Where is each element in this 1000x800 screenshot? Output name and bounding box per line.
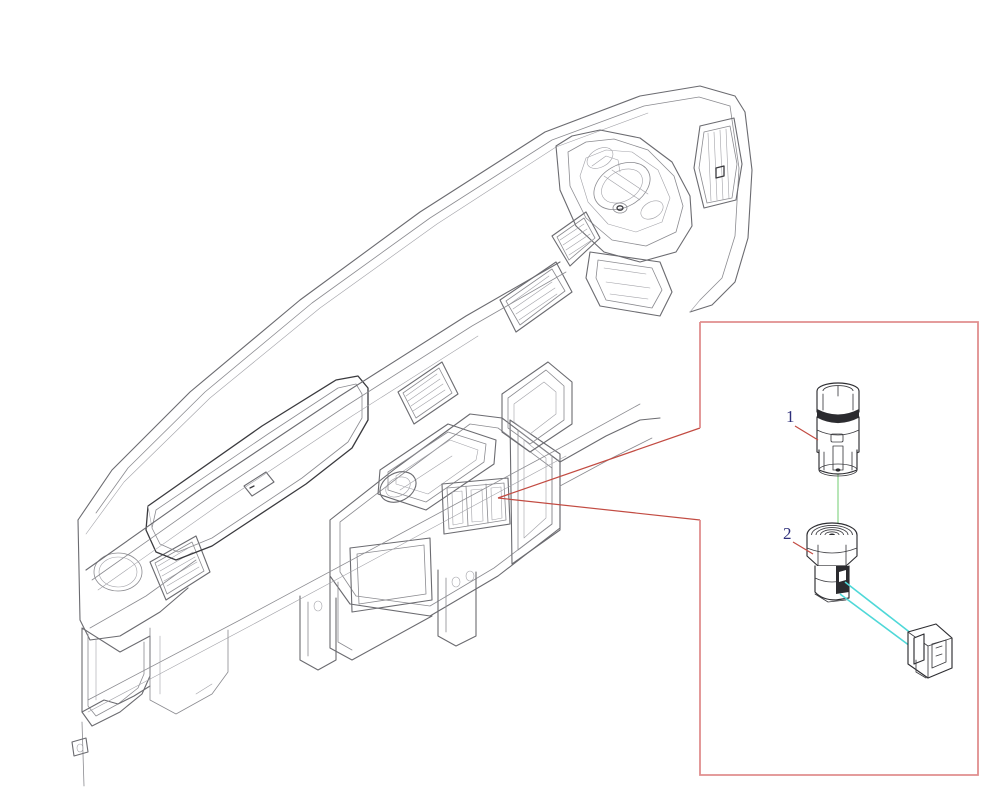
callout-2-leader (792, 541, 814, 555)
wire-harness (839, 581, 913, 647)
glovebox-lid (145, 375, 369, 561)
cigarette-lighter-element (816, 382, 860, 477)
callout-2-number: 2 (783, 524, 792, 543)
dash-right-endcap (689, 105, 753, 313)
cup-holder (379, 471, 417, 503)
instrument-cluster (555, 129, 693, 263)
callout-1-leader (794, 425, 819, 441)
detail-panel-border (699, 321, 979, 776)
console-lower-face (349, 537, 433, 613)
lighter-retaining-band (817, 409, 859, 424)
steering-column-opening (93, 552, 143, 592)
callout-1-number: 1 (786, 407, 795, 426)
cigarette-lighter-socket (806, 522, 858, 603)
wire-harness-connector (907, 623, 953, 679)
callout-1: 1 (786, 407, 819, 441)
lower-dash-edge (77, 519, 197, 641)
lighter-detent (830, 433, 844, 443)
console-floor-bracket (299, 569, 477, 671)
storage-tray (377, 423, 497, 511)
passenger-lower-panel (149, 627, 229, 715)
defroster-vent-center (551, 211, 601, 267)
dash-trim-strip (85, 261, 567, 591)
center-stack-facia (585, 251, 673, 317)
center-console-body (329, 361, 573, 661)
console-upper-shelf (501, 361, 573, 453)
cigarette-lighter-detail: 1 (783, 382, 953, 679)
lower-support-bracket (71, 627, 151, 787)
glovebox-latch (243, 471, 275, 497)
callout-2: 2 (783, 524, 814, 555)
dashboard-assembly-view (71, 85, 753, 787)
dash-lower-contour (87, 403, 641, 713)
detail-leader-lines (497, 427, 701, 521)
defroster-vent-right (693, 117, 743, 209)
center-air-vent (397, 361, 459, 425)
switch-panel (441, 477, 511, 535)
